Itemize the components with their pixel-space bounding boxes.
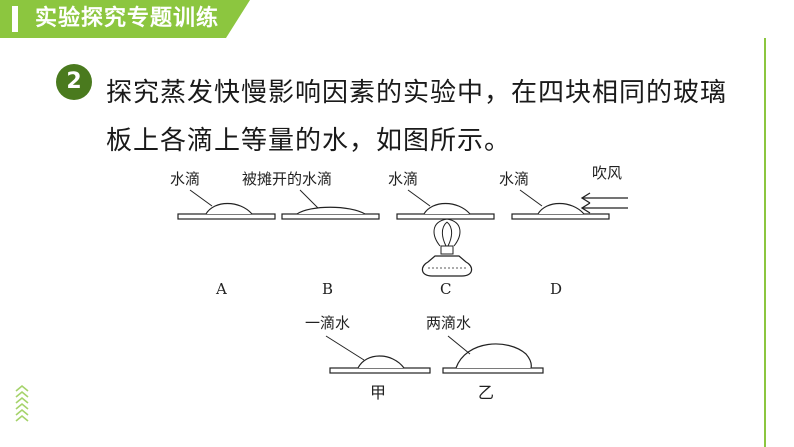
- panel-b: [281, 189, 380, 220]
- header-banner: [0, 0, 250, 38]
- flame: [433, 218, 461, 247]
- label-one-drop: 一滴水: [305, 314, 350, 332]
- label-yi: 乙: [478, 383, 494, 402]
- panel-yi: [442, 335, 544, 374]
- pointer-a: [189, 189, 213, 207]
- drop-b: [296, 206, 366, 215]
- top-bar: 实验探究专题训练: [0, 0, 794, 38]
- question-number-badge: 2: [56, 64, 92, 100]
- panel-letter-d: D: [550, 280, 562, 298]
- label-two-drops: 两滴水: [426, 314, 471, 332]
- drop-d: [537, 202, 585, 215]
- panel-d: [511, 189, 628, 220]
- wind-arrows-icon: [580, 192, 628, 214]
- double-chevron-up-icon: [15, 384, 29, 422]
- label-d-water-drop: 水滴: [499, 170, 529, 188]
- header-title: 实验探究专题训练: [35, 6, 220, 31]
- question-text-line-1: 探究蒸发快慢影响因素的实验中，在四块相同的玻璃: [106, 78, 728, 108]
- alcohol-lamp: [421, 255, 473, 277]
- right-divider: [764, 38, 766, 447]
- panel-c: [396, 189, 495, 277]
- drop-a: [205, 202, 253, 215]
- glass-plate-jia: [329, 367, 431, 374]
- panel-jia: [325, 335, 431, 374]
- glass-plate-b: [281, 213, 380, 220]
- drop-yi: [455, 343, 532, 369]
- glass-plate-yi: [442, 367, 544, 374]
- label-c-water-drop: 水滴: [388, 170, 418, 188]
- lamp-wick-holder: [440, 245, 454, 255]
- pointer-jia: [325, 335, 365, 361]
- label-a-water-drop: 水滴: [170, 170, 200, 188]
- panel-letter-a: A: [215, 280, 227, 298]
- label-jia: 甲: [370, 383, 386, 402]
- label-b-spread-drop: 被摊开的水滴: [242, 170, 332, 188]
- panel-letter-b: B: [322, 280, 333, 298]
- pointer-c: [407, 189, 431, 207]
- pointer-b: [299, 189, 319, 209]
- label-wind: 吹风: [592, 164, 622, 182]
- glass-plate-c: [396, 213, 495, 220]
- question-text-line-2: 板上各滴上等量的水，如图所示。: [106, 126, 512, 156]
- drop-jia: [357, 355, 405, 369]
- pointer-yi: [447, 335, 471, 355]
- panel-letter-c: C: [440, 280, 451, 298]
- glass-plate-d: [511, 213, 610, 220]
- drop-c: [423, 202, 471, 215]
- panel-a: [177, 189, 276, 220]
- pointer-d: [519, 189, 543, 207]
- glass-plate-a: [177, 213, 276, 220]
